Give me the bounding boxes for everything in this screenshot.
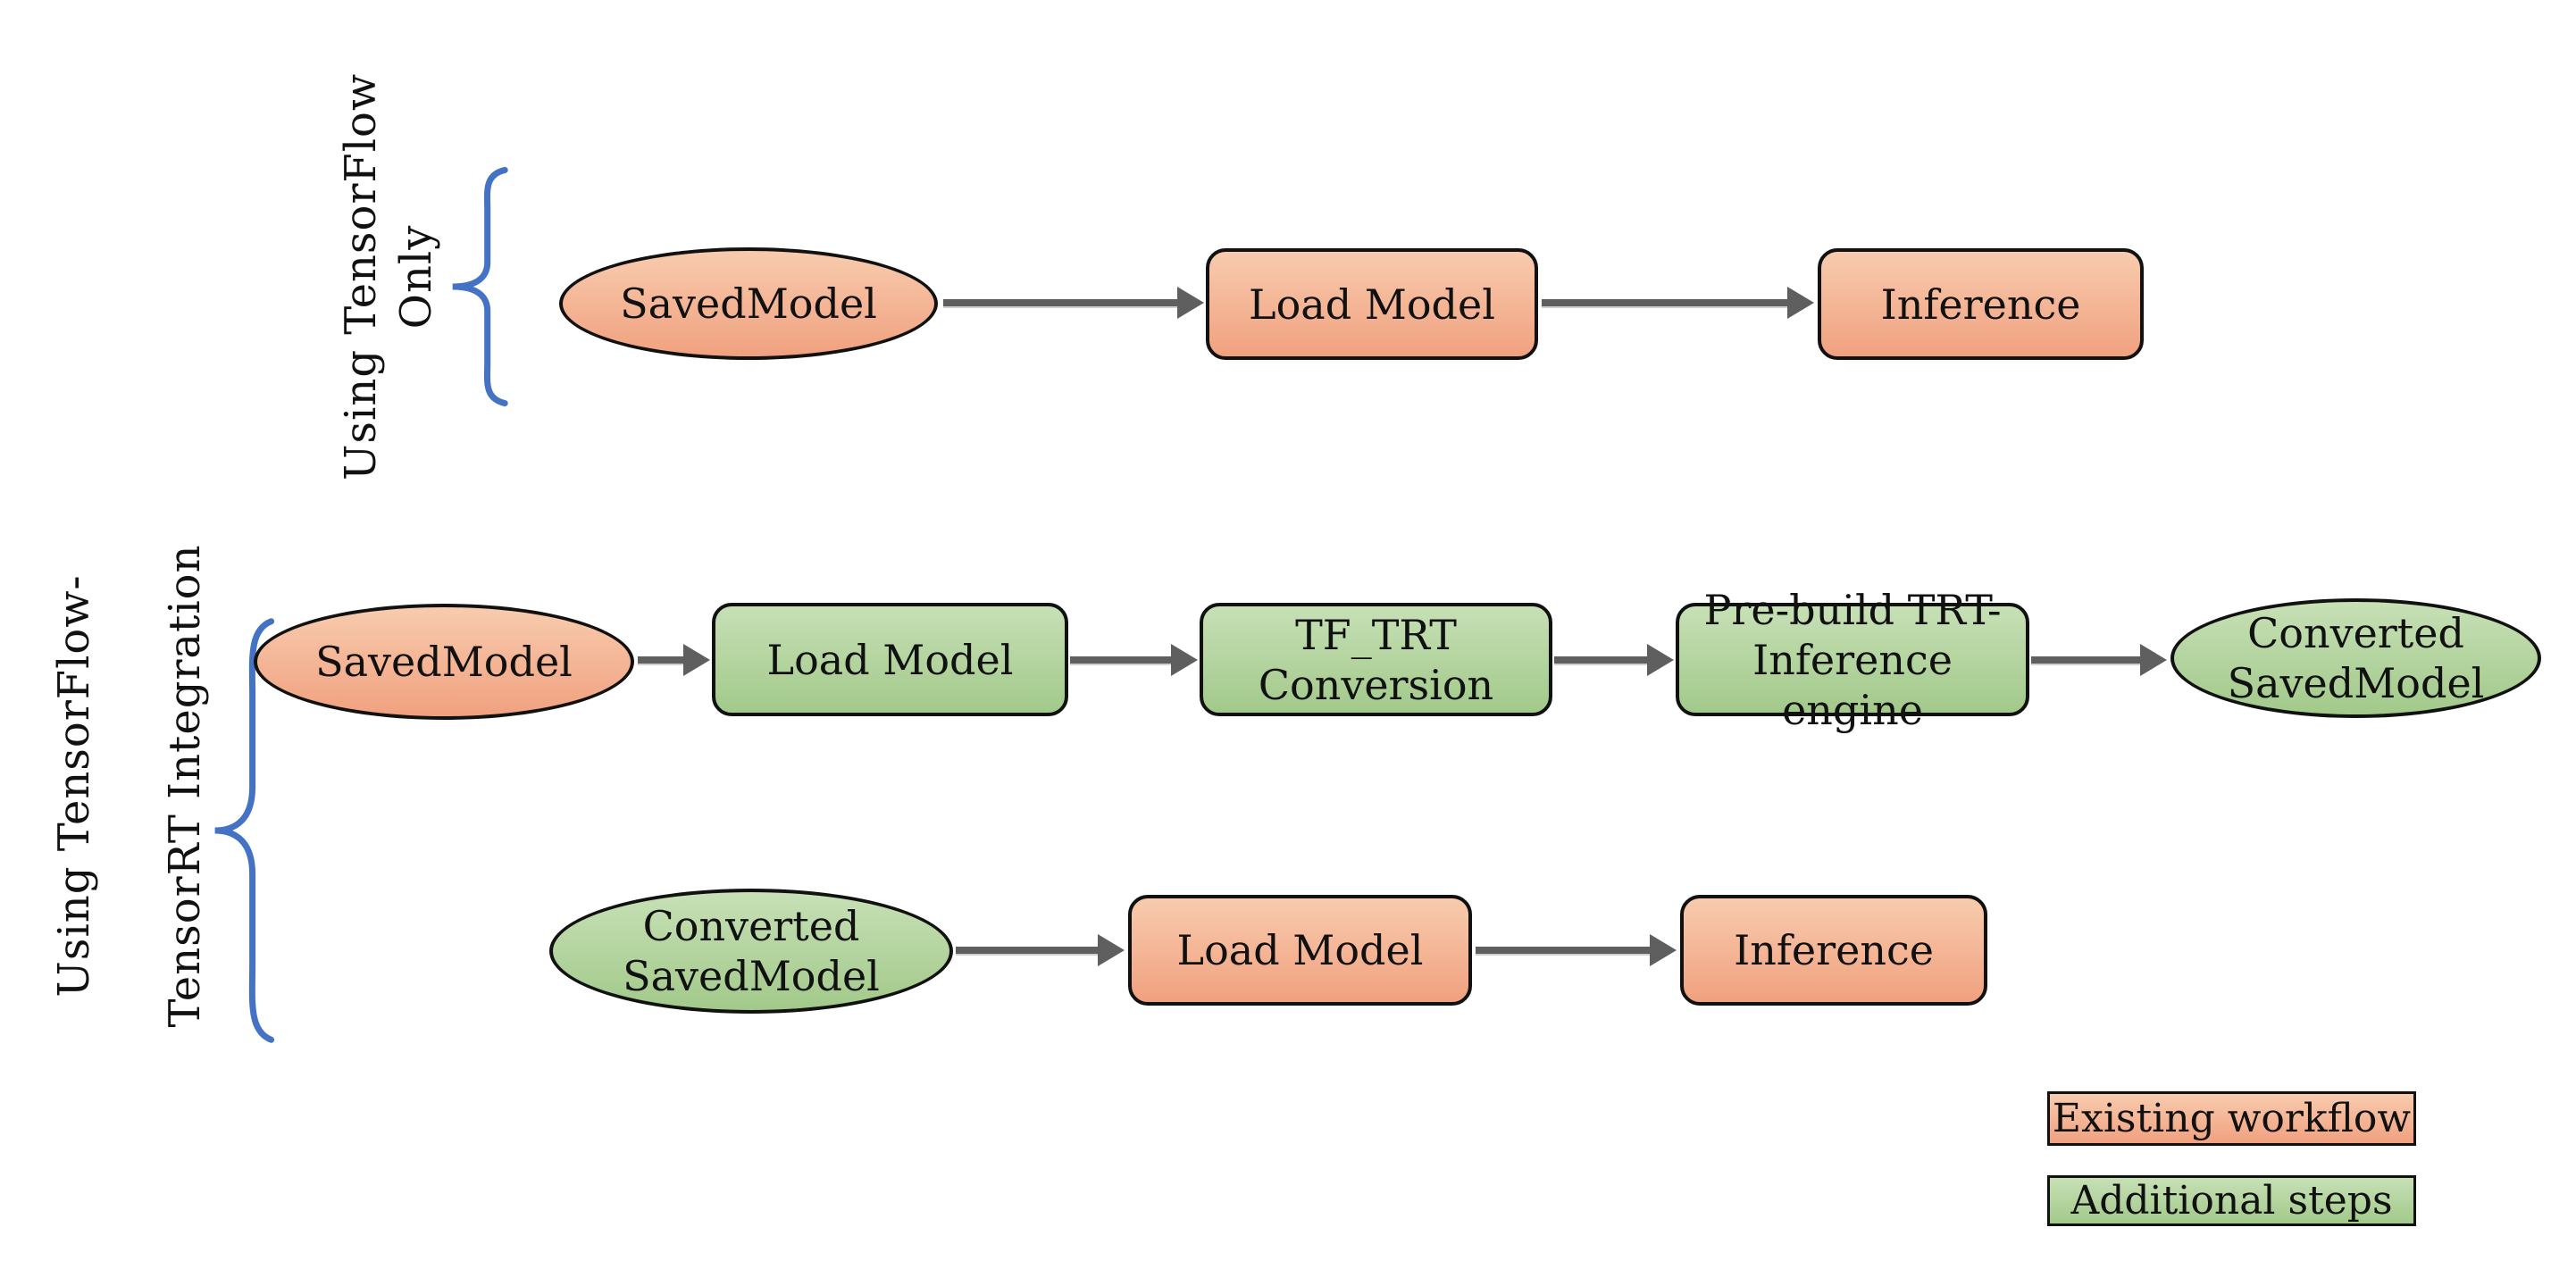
arrow-head-icon [1098, 934, 1125, 966]
node-label-line1: Converted [642, 902, 860, 950]
node-label-line2: Conversion [1258, 660, 1494, 709]
arrow-shaft [956, 947, 1101, 954]
arrow-head-icon [1787, 287, 1814, 319]
node-row2-prebuild-trt-inference-engine: Pre-build TRT- Inference engine [1676, 586, 2029, 734]
node-label-line2: Inference engine [1752, 635, 1953, 734]
node-label: Load Model [766, 635, 1014, 684]
node-row3-load-model: Load Model [1128, 895, 1472, 1006]
node-row2-load-model: Load Model [712, 603, 1068, 716]
node-row1-inference: Inference [1818, 248, 2144, 360]
node-label: Inference [1734, 926, 1934, 974]
brace-tensorflow-only [442, 165, 512, 408]
node-row2-converted-savedmodel: Converted SavedModel [2170, 598, 2541, 718]
arrow-shaft [1554, 656, 1651, 664]
arrow-row3-converted-to-load [956, 934, 1125, 966]
arrow-head-icon [1650, 934, 1677, 966]
arrow-row1-savedmodel-to-load [943, 287, 1204, 319]
node-label-line1: TF_TRT [1295, 610, 1457, 659]
arrow-row1-load-to-inference [1542, 287, 1814, 319]
node-label: SavedModel [620, 280, 877, 328]
legend-additional-steps: Additional steps [2047, 1175, 2416, 1226]
node-label: Load Model [1176, 926, 1424, 974]
arrow-shaft [1070, 656, 1175, 664]
node-row3-inference: Inference [1680, 895, 1987, 1006]
arrow-row2-load-to-tftrt [1070, 644, 1198, 676]
arrow-row2-prebuild-to-converted [2031, 644, 2167, 676]
arrow-head-icon [1177, 287, 1204, 319]
section-label-tensorrt-integration: Using TensorFlow- TensorRT Integration [49, 527, 210, 1045]
node-row1-savedmodel: SavedModel [559, 247, 938, 360]
node-label-line2: SavedModel [2227, 659, 2485, 707]
arrow-shaft [943, 299, 1181, 306]
node-label: Inference [1880, 280, 2081, 329]
section-label-tensorflow-only: Using TensorFlow Only [336, 72, 441, 481]
node-label-line2: SavedModel [623, 952, 880, 1000]
brace-tensorrt-integration [204, 613, 279, 1048]
arrow-shaft [1476, 947, 1653, 954]
legend-existing-workflow: Existing workflow [2047, 1091, 2416, 1146]
arrow-head-icon [683, 644, 710, 676]
node-label: SavedModel [315, 638, 573, 686]
arrow-row3-load-to-inference [1476, 934, 1677, 966]
node-row1-load-model: Load Model [1206, 248, 1538, 360]
node-row3-converted-savedmodel: Converted SavedModel [549, 889, 953, 1014]
arrow-shaft [638, 656, 687, 664]
node-label-line1: Pre-build TRT- [1703, 585, 2002, 634]
node-label-line1: Converted [2247, 609, 2464, 657]
node-label: Load Model [1249, 280, 1495, 329]
node-row2-savedmodel: SavedModel [254, 604, 634, 720]
arrow-row2-tftrt-to-prebuild [1554, 644, 1674, 676]
arrow-shaft [1542, 299, 1791, 306]
arrow-shaft [2031, 656, 2144, 664]
arrow-head-icon [1171, 644, 1198, 676]
legend-label: Additional steps [2070, 1178, 2393, 1223]
arrow-head-icon [2140, 644, 2167, 676]
node-row2-tftrt-conversion: TF_TRT Conversion [1200, 603, 1552, 716]
arrow-row2-savedmodel-to-load [638, 644, 710, 676]
arrow-head-icon [1647, 644, 1674, 676]
section-label-line1: Using TensorFlow- [49, 574, 99, 998]
legend-label: Existing workflow [2052, 1096, 2412, 1141]
